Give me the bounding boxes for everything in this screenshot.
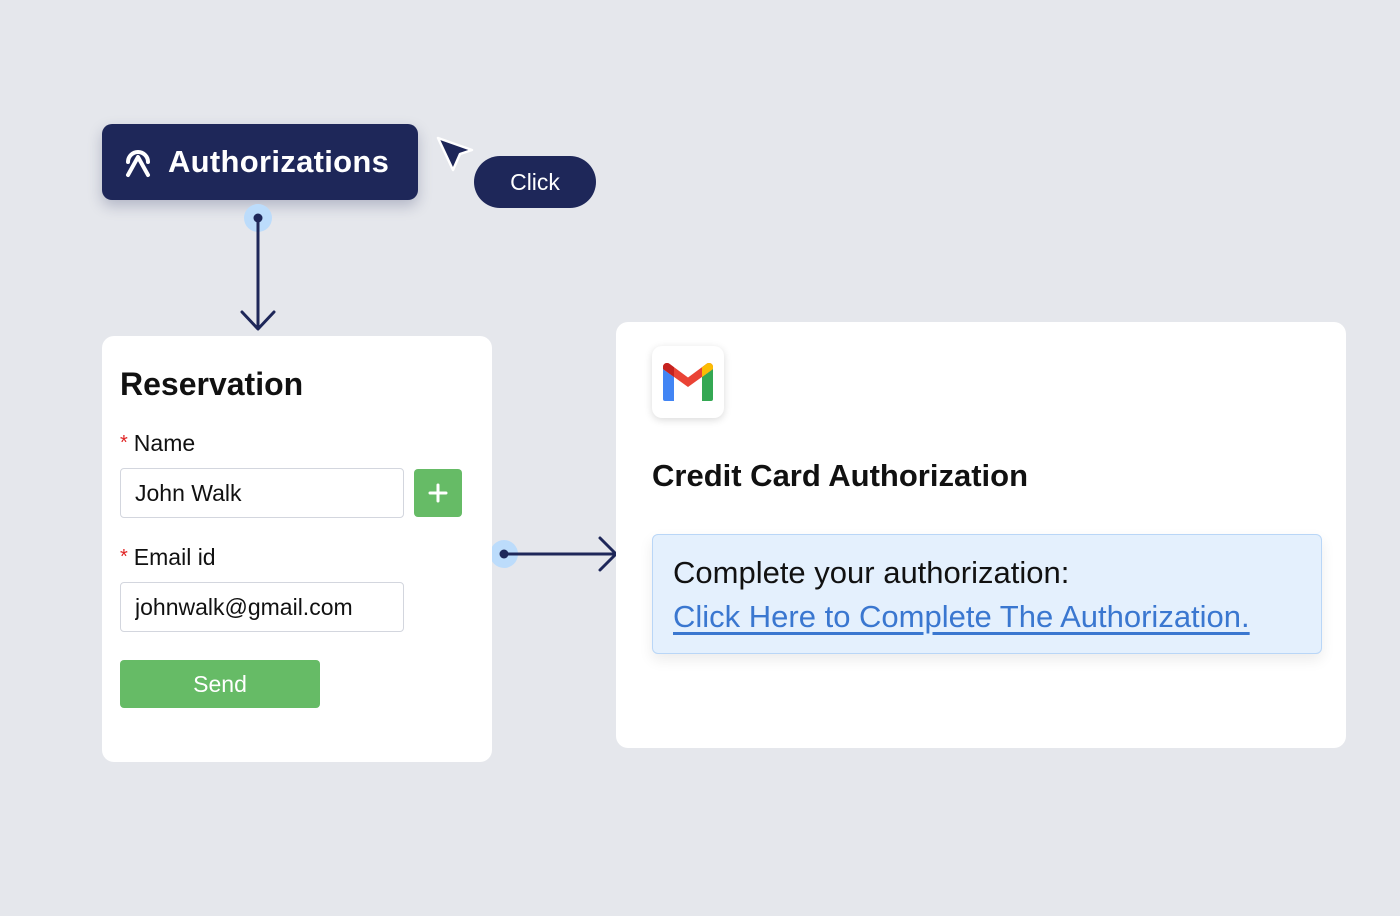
reservation-title: Reservation — [120, 366, 304, 402]
gmail-icon — [652, 346, 724, 418]
name-input[interactable] — [120, 468, 404, 518]
notice-message: Complete your authorization: — [673, 555, 1070, 590]
click-tooltip: Click — [474, 156, 596, 208]
send-button[interactable]: Send — [120, 660, 320, 708]
email-subject: Credit Card Authorization — [652, 458, 1029, 493]
mouse-pointer-icon — [436, 136, 474, 172]
authorizations-label: Authorizations — [168, 144, 390, 179]
authorizations-button[interactable]: Authorizations — [102, 124, 418, 200]
required-marker: * — [120, 432, 128, 454]
authorizations-logo-icon — [122, 146, 154, 178]
complete-authorization-link[interactable]: Click Here to Complete The Authorization… — [673, 599, 1250, 634]
connector-right-arrow — [490, 536, 618, 572]
plus-icon — [428, 483, 448, 503]
reservation-card: Reservation *Name *Email id Send — [102, 336, 492, 762]
email-label: *Email id — [120, 544, 216, 570]
email-input[interactable] — [120, 582, 404, 632]
authorization-notice: Complete your authorization: Click Here … — [652, 534, 1322, 654]
email-card: Credit Card Authorization Complete your … — [616, 322, 1346, 748]
required-marker: * — [120, 546, 128, 568]
name-label: *Name — [120, 430, 196, 456]
add-name-button[interactable] — [414, 469, 462, 517]
connector-down-arrow — [240, 204, 276, 331]
